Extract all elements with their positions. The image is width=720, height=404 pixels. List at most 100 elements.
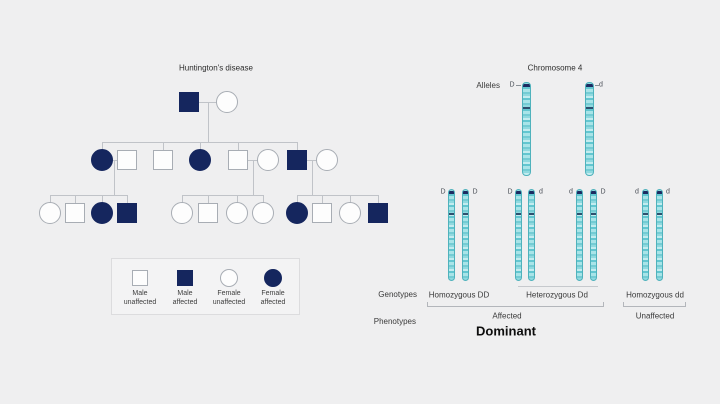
- allele-band: [643, 191, 648, 194]
- centromere-band: [643, 213, 648, 215]
- centromere-band: [586, 107, 593, 109]
- genotype-homozygous-dominant-label: Homozygous DD: [428, 290, 490, 300]
- pedigree-male-unaffected-symbol: [228, 150, 248, 170]
- allele-band: [529, 191, 534, 194]
- allele-label: D: [600, 188, 606, 196]
- pedigree-female-unaffected-symbol: [316, 149, 338, 171]
- legend-label-line1: Male: [177, 290, 193, 297]
- legend-male-unaffected-label: Male unaffected: [124, 289, 157, 307]
- unaffected-bracket: [623, 302, 686, 307]
- allele-dash: [516, 85, 521, 86]
- pedigree-male-unaffected-symbol: [65, 203, 85, 223]
- pedigree-female-affected-symbol: [91, 202, 113, 224]
- pedigree-connector-line: [50, 195, 127, 196]
- chromosome-icon: [528, 189, 535, 281]
- chromosome-icon: [515, 189, 522, 281]
- heterozygous-connector-line: [518, 286, 598, 287]
- pedigree-connector-line: [208, 102, 209, 142]
- chromosome-title: Chromosome 4: [527, 63, 583, 73]
- pedigree-connector-line: [102, 142, 297, 143]
- dominant-inheritance-label: Dominant: [476, 323, 536, 339]
- allele-label: d: [635, 188, 639, 196]
- centromere-band: [657, 213, 662, 215]
- centromere-band: [523, 107, 530, 109]
- genotypes-label: Genotypes: [378, 290, 417, 299]
- legend-female-unaffected-symbol: [220, 269, 238, 287]
- legend-female-affected-symbol: [264, 269, 282, 287]
- pedigree-male-unaffected-symbol: [312, 203, 332, 223]
- allele-band: [463, 191, 468, 194]
- legend-label-line2: unaffected: [212, 299, 246, 306]
- affected-bracket: [427, 302, 604, 307]
- centromere-band: [529, 213, 534, 215]
- pedigree-male-unaffected-symbol: [153, 150, 173, 170]
- chromosome-icon: [642, 189, 649, 281]
- allele-label: d: [569, 188, 573, 196]
- allele-band: [449, 191, 454, 194]
- allele-label: D: [507, 188, 513, 196]
- legend-female-unaffected-label: Female unaffected: [213, 289, 246, 307]
- legend-label-line2: unaffected: [123, 299, 157, 306]
- alleles-label: Alleles: [476, 81, 500, 90]
- chromosome-icon: [656, 189, 663, 281]
- pedigree-male-unaffected-symbol: [198, 203, 218, 223]
- genotype-heterozygous-label: Heterozygous Dd: [526, 290, 588, 300]
- allele-band: [523, 84, 530, 87]
- pedigree-female-affected-symbol: [189, 149, 211, 171]
- phenotype-affected-label: Affected: [492, 311, 522, 321]
- legend-label-line1: Male: [132, 290, 148, 297]
- pedigree-connector-line: [253, 160, 254, 195]
- allele-band: [516, 191, 521, 194]
- allele-band: [586, 84, 593, 87]
- allele-band: [577, 191, 582, 194]
- legend-male-affected-label: Male affected: [173, 289, 198, 307]
- pedigree-male-affected-symbol: [117, 203, 137, 223]
- pedigree-female-unaffected-symbol: [226, 202, 248, 224]
- pedigree-connector-line: [114, 160, 115, 195]
- centromere-band: [463, 213, 468, 215]
- legend-male-affected-symbol: [177, 270, 193, 286]
- phenotypes-label: Phenotypes: [373, 317, 416, 326]
- allele-label: d: [666, 188, 670, 196]
- pedigree-title: Huntington's disease: [178, 63, 254, 73]
- pedigree-male-affected-symbol: [179, 92, 199, 112]
- chromosome-icon: [585, 82, 594, 176]
- genotype-homozygous-recessive-label: Homozygous dd: [626, 290, 684, 300]
- pedigree-connector-line: [312, 160, 313, 195]
- centromere-band: [516, 213, 521, 215]
- pedigree-female-affected-symbol: [91, 149, 113, 171]
- centromere-band: [591, 213, 596, 215]
- legend-male-unaffected-symbol: [132, 270, 148, 286]
- pedigree-female-unaffected-symbol: [216, 91, 238, 113]
- centromere-band: [449, 213, 454, 215]
- legend-label-line1: Female: [261, 290, 285, 297]
- legend-box: [111, 258, 300, 315]
- chromosome-icon: [590, 189, 597, 281]
- legend-label-line2: affected: [172, 299, 198, 306]
- allele-band: [657, 191, 662, 194]
- allele-label: d: [599, 81, 603, 89]
- pedigree-female-unaffected-symbol: [39, 202, 61, 224]
- chromosome-icon: [462, 189, 469, 281]
- allele-label: d: [539, 188, 543, 196]
- allele-label: D: [440, 188, 446, 196]
- pedigree-female-unaffected-symbol: [339, 202, 361, 224]
- legend-label-line1: Female: [217, 290, 241, 297]
- pedigree-female-unaffected-symbol: [252, 202, 274, 224]
- allele-dash: [595, 85, 599, 86]
- chromosome-icon: [448, 189, 455, 281]
- pedigree-connector-line: [182, 195, 263, 196]
- phenotype-unaffected-label: Unaffected: [635, 311, 675, 321]
- allele-label: D: [509, 81, 515, 89]
- chromosome-icon: [522, 82, 531, 176]
- pedigree-male-unaffected-symbol: [117, 150, 137, 170]
- chromosome-icon: [576, 189, 583, 281]
- pedigree-connector-line: [297, 195, 378, 196]
- pedigree-female-unaffected-symbol: [257, 149, 279, 171]
- allele-label: D: [472, 188, 478, 196]
- allele-band: [591, 191, 596, 194]
- pedigree-female-unaffected-symbol: [171, 202, 193, 224]
- centromere-band: [577, 213, 582, 215]
